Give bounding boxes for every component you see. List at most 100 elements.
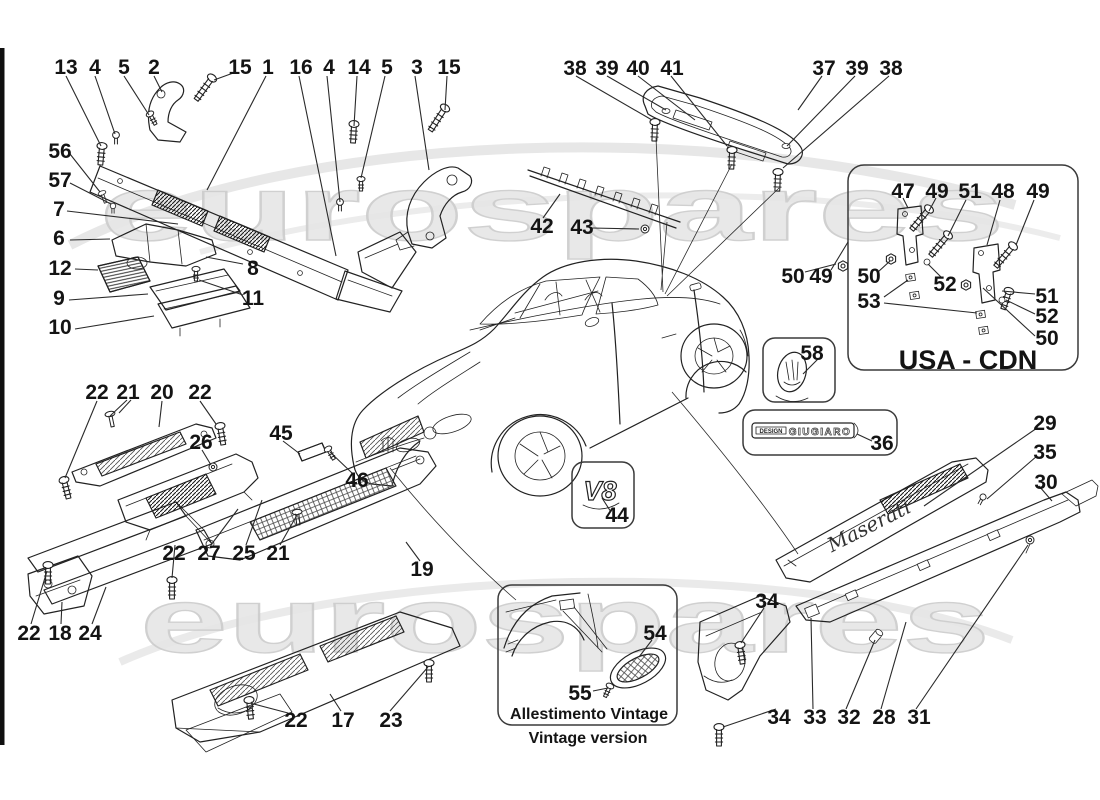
leader-lines (30, 71, 1053, 728)
callout-34: 34 (755, 590, 779, 613)
callout-5: 5 (118, 56, 130, 79)
page-edge-bar (0, 48, 5, 745)
callout-11: 11 (242, 287, 265, 310)
callout-34: 34 (767, 706, 791, 729)
callout-54: 54 (643, 622, 667, 645)
callout-40: 40 (626, 57, 649, 80)
giugiaro-badge-inset: DESIGN GIUGIARO (742, 409, 898, 456)
callout-30: 30 (1034, 471, 1057, 494)
callout-9: 9 (53, 287, 65, 310)
vintage-caption-line1: Allestimento Vintage (510, 706, 668, 723)
callout-18: 18 (48, 622, 72, 645)
callout-51: 51 (958, 180, 982, 203)
badge-design-text: DESIGN (759, 429, 782, 435)
callout-22: 22 (17, 622, 40, 645)
callout-4: 4 (89, 56, 101, 79)
callout-21: 21 (266, 542, 290, 565)
callout-22: 22 (85, 381, 108, 404)
car-silhouette (350, 258, 750, 497)
v8-badge-inset: V8 (571, 461, 635, 529)
callout-20: 20 (150, 381, 173, 404)
callout-43: 43 (570, 216, 593, 239)
callout-17: 17 (331, 709, 354, 732)
callout-35: 35 (1033, 441, 1057, 464)
callout-49: 49 (809, 265, 832, 288)
usa-cdn-caption: USA - CDN (899, 345, 1038, 375)
vintage-inset: Allestimento Vintage Vintage version (497, 584, 678, 747)
callout-27: 27 (197, 542, 220, 565)
callout-49: 49 (925, 180, 948, 203)
callout-29: 29 (1033, 412, 1056, 435)
callout-37: 37 (812, 57, 835, 80)
callout-47: 47 (891, 180, 914, 203)
callout-26: 26 (189, 431, 212, 454)
callout-53: 53 (857, 290, 880, 313)
callout-14: 14 (347, 56, 371, 79)
callout-46: 46 (345, 469, 368, 492)
upper-shield-assembly (642, 85, 803, 192)
v8-badge-text: V8 (583, 476, 616, 506)
callout-22: 22 (188, 381, 211, 404)
callout-25: 25 (232, 542, 256, 565)
callout-24: 24 (78, 622, 102, 645)
retaining-strip (527, 166, 681, 234)
trident-badge-inset (762, 337, 836, 403)
trident-badge-icon (775, 351, 809, 402)
callout-41: 41 (660, 57, 684, 80)
callout-4: 4 (323, 56, 335, 79)
callout-56: 56 (48, 140, 71, 163)
usa-cdn-brackets (837, 202, 1020, 335)
vintage-fender-art (503, 592, 667, 700)
watermark-text-upper: eurospares (100, 158, 1005, 260)
callout-58: 58 (800, 342, 824, 365)
callout-50: 50 (857, 265, 880, 288)
callout-12: 12 (48, 257, 71, 280)
callout-2: 2 (148, 56, 160, 79)
callout-42: 42 (530, 215, 553, 238)
callout-16: 16 (289, 56, 312, 79)
callout-5: 5 (381, 56, 393, 79)
callout-50: 50 (781, 265, 804, 288)
callout-10: 10 (48, 316, 71, 339)
callout-45: 45 (269, 422, 293, 445)
callout-31: 31 (907, 706, 931, 729)
callout-50: 50 (1035, 327, 1058, 350)
callout-3: 3 (411, 56, 423, 79)
eurospares-watermark: eurospares eurospares (67, 142, 1061, 673)
giugiaro-badge (751, 422, 859, 439)
callout-22: 22 (284, 709, 307, 732)
callout-52: 52 (933, 273, 956, 296)
callout-44: 44 (605, 504, 629, 527)
callout-21: 21 (116, 381, 140, 404)
callout-39: 39 (845, 57, 868, 80)
callout-7: 7 (53, 198, 65, 221)
callout-55: 55 (568, 682, 592, 705)
callout-36: 36 (870, 432, 893, 455)
callout-28: 28 (872, 706, 896, 729)
callout-15: 15 (228, 56, 252, 79)
callout-19: 19 (410, 558, 433, 581)
callout-57: 57 (48, 169, 71, 192)
callout-15: 15 (437, 56, 461, 79)
left-sill-panels (27, 409, 461, 753)
callout-38: 38 (879, 57, 903, 80)
vintage-caption-line2: Vintage version (529, 730, 648, 747)
right-sill-trim (697, 457, 1099, 747)
callout-8: 8 (247, 257, 259, 280)
callout-33: 33 (803, 706, 826, 729)
callout-38: 38 (563, 57, 587, 80)
callout-51: 51 (1035, 285, 1059, 308)
callout-39: 39 (595, 57, 618, 80)
callout-52: 52 (1035, 305, 1058, 328)
callout-48: 48 (991, 180, 1015, 203)
cowl-shield-assembly (89, 71, 473, 337)
callout-1: 1 (262, 56, 274, 79)
callout-23: 23 (379, 709, 402, 732)
callout-49: 49 (1026, 180, 1049, 203)
callout-13: 13 (54, 56, 77, 79)
callout-6: 6 (53, 227, 65, 250)
usa-cdn-inset: USA - CDN (837, 164, 1079, 375)
